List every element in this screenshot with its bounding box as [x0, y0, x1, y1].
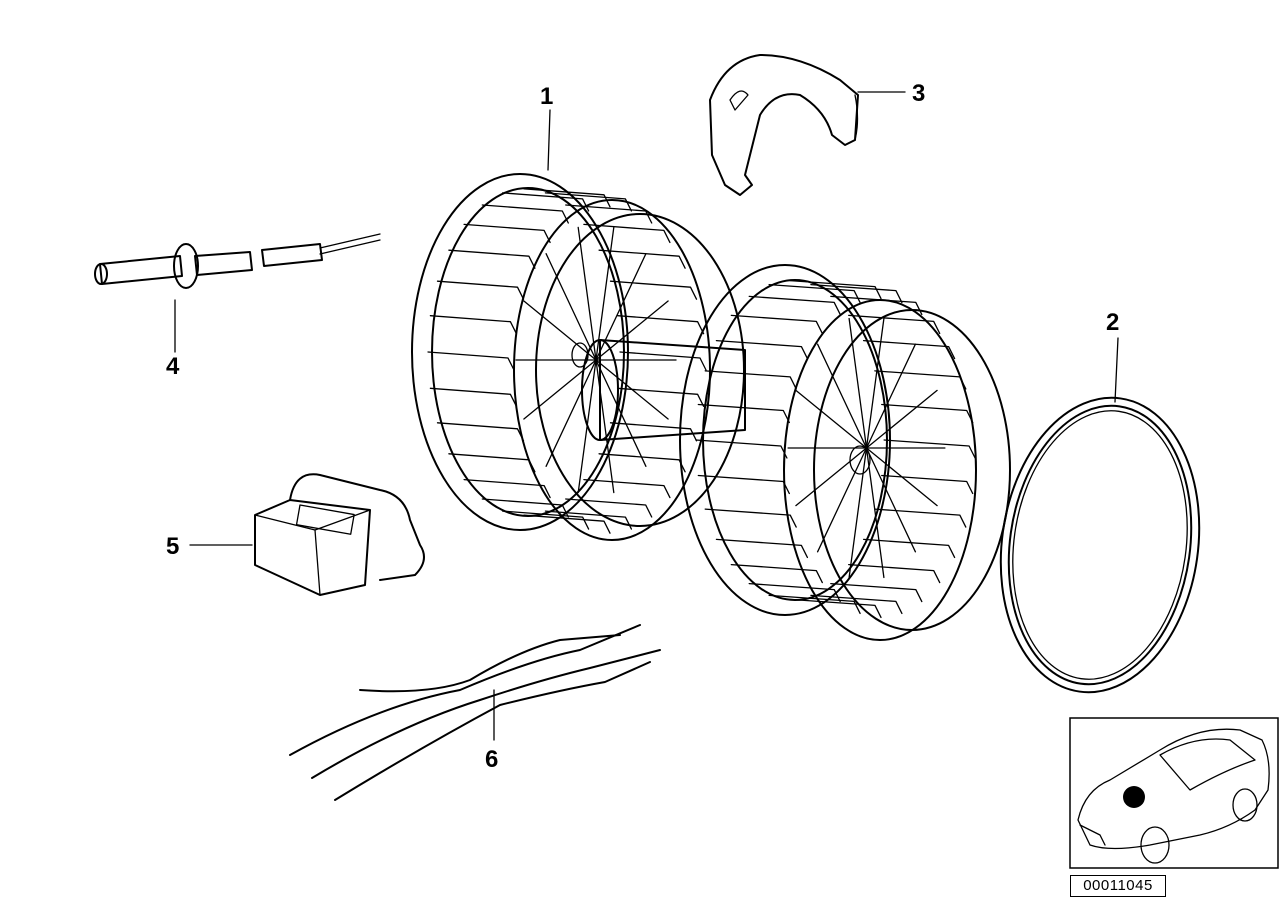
- fan-blade: [862, 339, 956, 360]
- fan-blade: [704, 508, 797, 528]
- fan-blade: [565, 204, 653, 224]
- fan-spoke: [595, 359, 615, 494]
- sensor-probe[interactable]: 4: [94, 233, 381, 380]
- callout-3: 3: [912, 80, 925, 107]
- fan-spoke: [545, 253, 597, 361]
- fan-blade: [697, 474, 790, 495]
- fan-spoke: [848, 317, 868, 449]
- fan-blade: [881, 403, 974, 424]
- fan-blade: [715, 339, 809, 360]
- fan-blade: [463, 478, 551, 499]
- fan-blade: [810, 283, 903, 304]
- fan-blade: [810, 594, 903, 615]
- fan-spoke: [595, 300, 669, 361]
- fan-blade: [748, 582, 841, 603]
- car-outline-icon: [1077, 728, 1270, 864]
- fan-blade: [598, 249, 686, 269]
- fan-blade: [874, 370, 967, 390]
- fan-blade: [429, 387, 518, 407]
- fan-blade: [789, 279, 882, 300]
- fan-blade: [883, 439, 976, 459]
- fan-blade: [436, 280, 525, 300]
- fan-blade: [695, 439, 788, 459]
- fan-blade: [583, 478, 671, 499]
- fan-blade: [609, 422, 698, 442]
- fan-blade: [448, 453, 536, 473]
- fan-blade: [544, 510, 633, 530]
- wiring-harness[interactable]: 6: [289, 624, 661, 801]
- fan-blade: [436, 422, 525, 442]
- fan-blade: [697, 403, 790, 424]
- fan-blade: [748, 295, 841, 316]
- fan-blade: [616, 315, 705, 335]
- fan-spoke: [795, 389, 868, 449]
- leader-line-1: [547, 109, 551, 171]
- fan-blade: [881, 474, 974, 495]
- fan-blade: [523, 514, 611, 534]
- fan-blade: [429, 315, 518, 335]
- fan-blade: [427, 351, 515, 371]
- location-marker-icon: [1123, 786, 1145, 808]
- part-number: 00011045: [1083, 877, 1153, 894]
- fan-spoke: [545, 359, 597, 467]
- blower-motor-assembly[interactable]: 1: [411, 83, 1011, 641]
- vehicle-locator-inset: [1069, 717, 1279, 869]
- fan-spoke: [816, 343, 868, 449]
- part-number-box: 00011045: [1070, 875, 1166, 897]
- leader-line-2: [1114, 337, 1119, 403]
- callout-4: 4: [166, 353, 180, 380]
- fan-blade: [848, 314, 941, 335]
- fan-blade: [730, 563, 823, 584]
- seal-ring[interactable]: 2: [982, 309, 1217, 705]
- fan-blade: [583, 223, 671, 244]
- fan-spoke: [848, 447, 868, 579]
- fan-blade: [481, 204, 569, 224]
- fan-blade: [830, 295, 923, 316]
- fan-spoke: [795, 447, 868, 507]
- inset-frame: [1069, 717, 1279, 869]
- fan-spoke: [865, 447, 917, 553]
- left-fan-wheel: [411, 173, 745, 541]
- fan-blade: [619, 351, 707, 371]
- callout-2: 2: [1106, 309, 1119, 336]
- fan-spoke: [595, 226, 615, 361]
- callout-6: 6: [485, 746, 498, 773]
- fan-spoke: [595, 359, 647, 467]
- fan-blade: [848, 563, 941, 584]
- blower-resistor[interactable]: 5: [166, 473, 425, 596]
- fan-spoke: [577, 226, 597, 361]
- fan-blade: [523, 188, 611, 208]
- fan-blade: [609, 280, 698, 300]
- fan-blade: [730, 314, 823, 335]
- fan-blade: [565, 498, 653, 518]
- fan-blade: [463, 223, 551, 244]
- fan-spoke: [865, 343, 917, 449]
- callout-5: 5: [166, 533, 179, 560]
- mounting-clamp[interactable]: 3: [709, 54, 925, 196]
- fan-blade: [789, 598, 882, 619]
- fan-spoke: [523, 300, 597, 361]
- fan-spoke: [865, 447, 885, 579]
- callout-1: 1: [540, 83, 553, 110]
- fan-blade: [830, 582, 923, 603]
- fan-blade: [501, 510, 590, 530]
- fan-spoke: [595, 359, 669, 420]
- fan-blade: [874, 508, 967, 528]
- fan-blade: [715, 538, 809, 559]
- fan-spoke: [865, 317, 885, 449]
- right-fan-wheel: [679, 264, 1011, 641]
- fan-blade: [616, 387, 705, 407]
- fan-spoke: [523, 359, 597, 420]
- fan-blade: [448, 249, 536, 269]
- fan-spoke: [865, 447, 938, 507]
- fan-blade: [862, 538, 956, 559]
- fan-spoke: [865, 389, 938, 449]
- fan-blade: [768, 594, 861, 615]
- fan-blade: [598, 453, 686, 473]
- fan-blade: [544, 192, 633, 212]
- fan-blade: [704, 370, 797, 390]
- fan-spoke: [816, 447, 868, 553]
- fan-blade: [481, 498, 569, 518]
